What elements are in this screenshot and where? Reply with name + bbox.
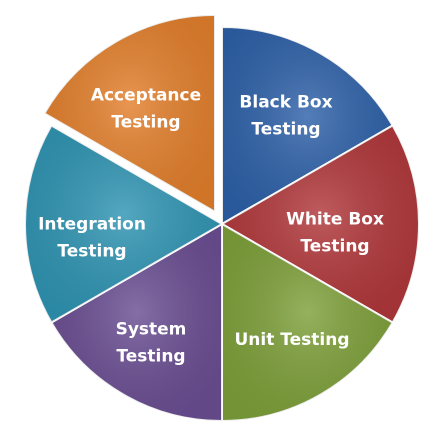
segment-label-line: Unit Testing [235, 330, 350, 350]
pie-slice-shading-unit [222, 224, 393, 421]
pie-slice-shading-acceptance [44, 14, 216, 212]
pie-slice-shading-integration [24, 125, 222, 323]
segment-label-line: Testing [116, 347, 185, 367]
pie-slice-shading-system [51, 224, 223, 421]
segment-label-line: Acceptance [91, 86, 201, 106]
pie-slices [24, 13, 420, 423]
segment-label-unit: Unit Testing [235, 330, 350, 350]
segment-label-line: Testing [300, 237, 369, 257]
segment-label-line: Integration [38, 215, 146, 235]
pie-slice-shading-white-box [222, 125, 419, 323]
segment-label-line: Black Box [239, 93, 332, 113]
segment-label-line: Testing [251, 120, 320, 140]
segment-label-line: Testing [111, 113, 180, 133]
segment-label-line: White Box [286, 210, 384, 230]
segment-label-line: System [116, 320, 187, 340]
segment-label-line: Testing [57, 242, 126, 262]
pie-slice-shading-black-box [222, 27, 393, 224]
